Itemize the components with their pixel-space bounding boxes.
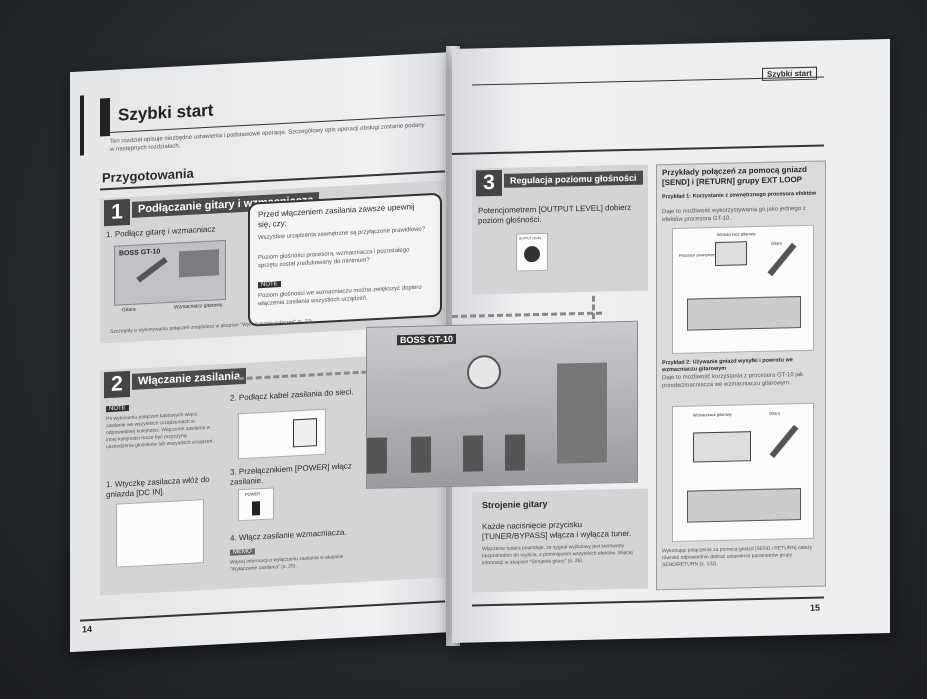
page-number-right: 15 bbox=[810, 602, 821, 613]
tuning-small: Włączenie tunera powoduje, że sygnał wyj… bbox=[482, 543, 633, 567]
knob-icon bbox=[524, 245, 540, 263]
section-rule bbox=[452, 144, 824, 155]
footswitch-4 bbox=[505, 434, 525, 471]
ex2-diagram: Wzmacniacz gitarowy Gitara bbox=[672, 402, 814, 542]
step3-text: Potencjometrem [OUTPUT LEVEL] dobierz po… bbox=[478, 202, 632, 226]
footswitch-1 bbox=[367, 437, 387, 474]
footswitch-2 bbox=[411, 436, 431, 473]
step3-number: 3 bbox=[476, 169, 502, 197]
ex2-guitar-icon bbox=[769, 424, 799, 459]
tuning-text: Każde naciśnięcie przycisku [TUNER/BYPAS… bbox=[482, 520, 632, 542]
footer-rule-right bbox=[472, 596, 824, 607]
ex2-amp-label: Wzmacniacz gitarowy bbox=[693, 411, 732, 418]
ex1-amp-icon bbox=[715, 241, 747, 267]
intro-text: Ten rozdział opisuje niezbędne ustawieni… bbox=[110, 122, 425, 153]
power-switch-icon bbox=[252, 501, 260, 516]
note-badge: NOTE bbox=[258, 281, 281, 289]
ex1-diagram: Wzmacniacz gitarowy Gitara Procesor zewn… bbox=[672, 224, 814, 354]
page-header: Szybki start bbox=[762, 66, 817, 81]
device-brand: BOSS GT-10 bbox=[397, 333, 457, 346]
ex1-guitar-label: Gitara bbox=[771, 240, 782, 246]
margin-bar bbox=[80, 95, 84, 156]
dcin-illustration bbox=[116, 499, 204, 568]
ex1-proc-label: Procesor zewnętrzny bbox=[679, 251, 717, 258]
ex1-unit-icon bbox=[687, 296, 801, 331]
footswitch-3 bbox=[463, 435, 483, 472]
right-page: Szybki start 3 Regulacja poziomu głośnoś… bbox=[366, 39, 890, 643]
warning-bubble: Przed włączeniem zasilania zawsze upewni… bbox=[248, 192, 442, 327]
label-guitar: Gitara bbox=[122, 306, 136, 314]
output-knob-illustration: OUTPUT LEVEL bbox=[516, 232, 548, 272]
note-text: Poziom głośności we wzmacniaczu można zw… bbox=[258, 284, 422, 308]
memo-badge: MEMO bbox=[230, 548, 255, 556]
step2-number: 2 bbox=[104, 370, 130, 399]
knob-label: OUTPUT LEVEL bbox=[519, 235, 542, 241]
tuning-title: Strojenie gitary bbox=[482, 498, 548, 511]
title-bar bbox=[100, 97, 110, 137]
sidebar-footnote: Wykonując połączenia za pomocą gniazd [S… bbox=[662, 544, 813, 569]
gt10-device-photo: BOSS GT-10 bbox=[366, 320, 638, 489]
page-number-left: 14 bbox=[82, 623, 93, 635]
ex1-amp-label: Wzmacniacz gitarowy bbox=[717, 231, 756, 237]
ex2-amp-icon bbox=[693, 431, 751, 463]
expression-wheel bbox=[467, 354, 501, 390]
step1-number: 1 bbox=[104, 198, 130, 227]
guitar-icon bbox=[136, 256, 168, 283]
ex2-guitar-label: Gitara bbox=[769, 410, 780, 416]
section-title: Szybki start bbox=[118, 100, 214, 125]
outlet-illustration bbox=[238, 408, 326, 460]
dashed-connector-top bbox=[452, 311, 602, 318]
connection-illustration: BOSS GT-10 bbox=[114, 239, 226, 306]
ex1-guitar-icon bbox=[767, 242, 797, 277]
sidebar-title: Przykłady połączeń za pomocą gniazd [SEN… bbox=[662, 164, 807, 188]
footer-rule bbox=[80, 600, 445, 622]
expression-pedal bbox=[557, 362, 607, 464]
socket-icon bbox=[293, 418, 317, 448]
power-label: POWER bbox=[245, 491, 261, 497]
step2-note-text: Po wykonaniu połączeń kablowych włącz za… bbox=[106, 411, 214, 451]
power-switch-illustration: POWER bbox=[238, 487, 274, 522]
subheading: Przygotowania bbox=[102, 165, 194, 186]
ex2-unit-icon bbox=[687, 488, 801, 523]
step2-note-badge: NOTE bbox=[106, 405, 129, 413]
bubble-bullet-2: Poziom głośności procesora, wzmacniacza … bbox=[258, 247, 410, 270]
amp-icon bbox=[179, 249, 219, 278]
device-label: BOSS GT-10 bbox=[119, 248, 161, 258]
